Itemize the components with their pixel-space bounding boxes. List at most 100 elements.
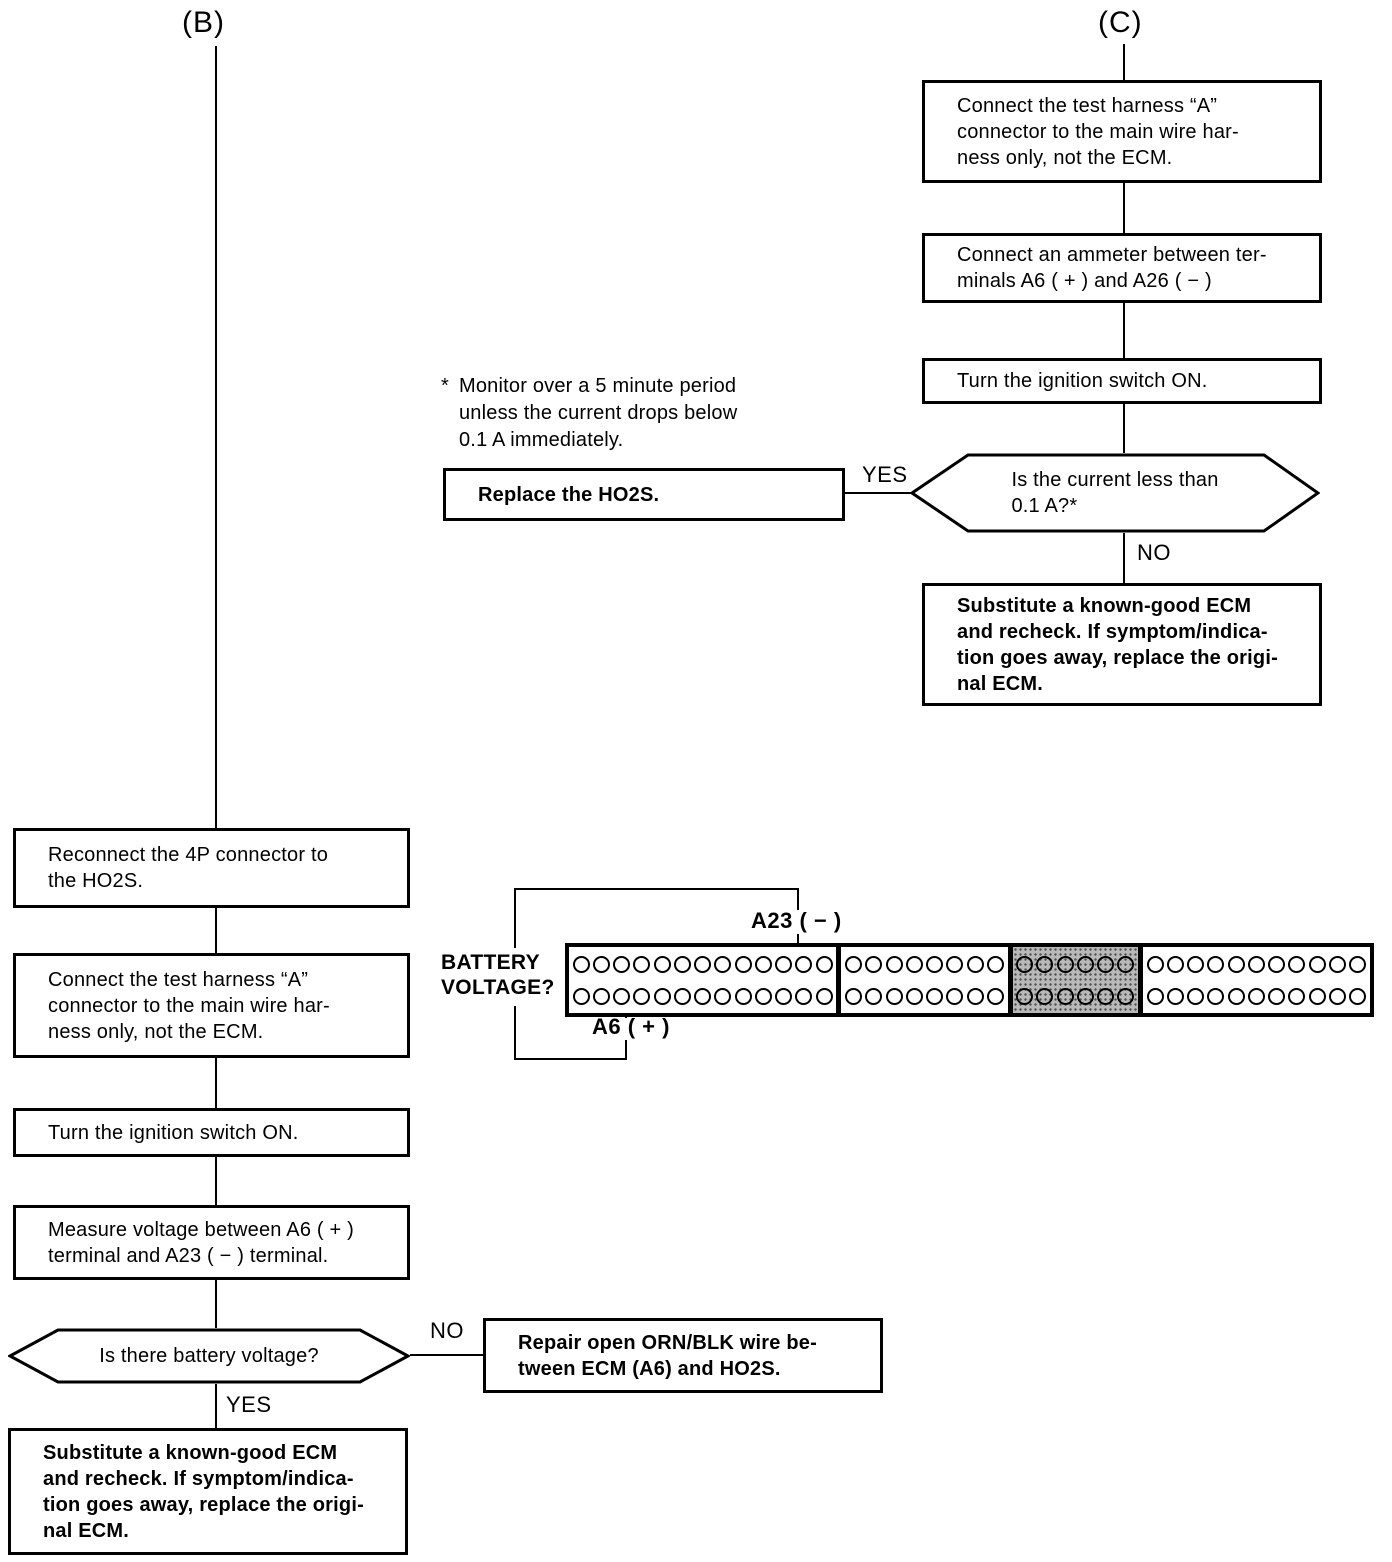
connector-pin <box>694 987 712 1005</box>
connector-pin <box>572 987 590 1005</box>
connector-pin <box>946 987 964 1005</box>
connector-pin <box>1016 987 1034 1005</box>
flow-box-measure-voltage: Measure voltage between A6 ( + ) termina… <box>13 1205 410 1280</box>
edge-label-yes-c: YES <box>862 462 908 487</box>
connector-pin-row <box>571 987 834 1005</box>
connector-pin <box>946 955 964 973</box>
flow-box-connect-harness-b: Connect the test harness “A” connector t… <box>13 953 410 1058</box>
flow-line <box>1123 404 1125 453</box>
flow-line <box>1123 44 1125 80</box>
connector-pin <box>885 987 903 1005</box>
connector-pin <box>905 987 923 1005</box>
connector-pin <box>1076 987 1094 1005</box>
connector-pin-row <box>1145 955 1368 973</box>
connector-pin <box>572 955 590 973</box>
connector-pin <box>815 955 833 973</box>
flow-box-substitute-ecm-c: Substitute a known-good ECM and recheck.… <box>922 583 1322 706</box>
connector-pin <box>1268 987 1286 1005</box>
connector-pin <box>714 987 732 1005</box>
connector-pin <box>1187 987 1205 1005</box>
connector-pin <box>1227 987 1245 1005</box>
footnote-text: Monitor over a 5 minute period unless th… <box>458 375 738 451</box>
connector-pin <box>653 955 671 973</box>
connector-section-4 <box>1143 947 1370 1013</box>
connector-pin <box>613 987 631 1005</box>
connector-pin <box>754 987 772 1005</box>
connector-pin <box>775 955 793 973</box>
connector-pin <box>653 987 671 1005</box>
connector-pin <box>1056 987 1074 1005</box>
connector-pin <box>1117 987 1135 1005</box>
decision-battery-voltage-text: Is there battery voltage? <box>99 1345 319 1367</box>
connector-pin <box>966 987 984 1005</box>
connector-pin <box>795 955 813 973</box>
connector-pin-row <box>843 987 1005 1005</box>
ecm-connector <box>565 943 1374 1017</box>
connector-pin <box>865 955 883 973</box>
connector-pin <box>905 955 923 973</box>
connector-pin <box>865 987 883 1005</box>
flow-box-ignition-on-b: Turn the ignition switch ON. <box>13 1108 410 1157</box>
connector-pin <box>926 955 944 973</box>
decision-battery-voltage: Is there battery voltage? <box>8 1328 410 1384</box>
callout-line <box>514 888 516 948</box>
connector-pin <box>986 955 1004 973</box>
connector-pin <box>1268 955 1286 973</box>
connector-pin <box>673 987 691 1005</box>
flow-line <box>215 46 217 828</box>
connector-pin-row <box>1015 955 1137 973</box>
edge-label-yes-b: YES <box>226 1392 272 1417</box>
decision-current: Is the current less than 0.1 A?* <box>910 453 1320 533</box>
flow-line <box>1123 533 1125 583</box>
connector-pin <box>754 955 772 973</box>
connector-pin <box>966 955 984 973</box>
flow-line <box>215 908 217 953</box>
connector-section-2 <box>841 947 1008 1013</box>
flow-line <box>215 1280 217 1328</box>
connector-pin-row <box>843 955 1005 973</box>
connector-pin <box>592 955 610 973</box>
connector-pin <box>1166 987 1184 1005</box>
connector-pin <box>1288 955 1306 973</box>
connector-pin <box>613 955 631 973</box>
flow-box-reconnect-4p: Reconnect the 4P connector to the HO2S. <box>13 828 410 908</box>
connector-pin <box>1146 987 1164 1005</box>
flow-line <box>410 1354 483 1356</box>
footnote-marker: * <box>441 375 449 397</box>
connector-pin <box>795 987 813 1005</box>
decision-current-text: Is the current less than 0.1 A?* <box>1011 469 1219 517</box>
connector-pin-row <box>571 955 834 973</box>
branch-c-label: (C) <box>1098 6 1143 39</box>
connector-pin <box>926 987 944 1005</box>
footnote: * Monitor over a 5 minute period unless … <box>441 373 737 454</box>
callout-line <box>514 888 799 890</box>
connector-pin <box>1097 955 1115 973</box>
hexagon-shape <box>8 1328 410 1384</box>
connector-pin <box>1016 955 1034 973</box>
connector-pin <box>673 955 691 973</box>
connector-pin <box>775 987 793 1005</box>
connector-pin <box>1308 987 1326 1005</box>
connector-pin <box>1207 987 1225 1005</box>
callout-line <box>797 888 799 910</box>
connector-pin <box>1308 955 1326 973</box>
connector-pin-row <box>1145 987 1368 1005</box>
flow-box-connect-harness-c: Connect the test harness “A” connector t… <box>922 80 1322 183</box>
connector-pin <box>1328 955 1346 973</box>
terminal-label-a23: A23 ( − ) <box>751 908 842 933</box>
flow-line <box>845 492 911 494</box>
flow-box-connect-ammeter: Connect an ammeter between ter- minals A… <box>922 233 1322 303</box>
connector-pin <box>1349 955 1367 973</box>
connector-pin <box>1097 987 1115 1005</box>
hexagon-shape <box>910 453 1320 533</box>
flow-line <box>215 1058 217 1108</box>
connector-pin <box>1207 955 1225 973</box>
connector-pin-row <box>1015 987 1137 1005</box>
connector-pin <box>1328 987 1346 1005</box>
flow-box-substitute-ecm-b: Substitute a known-good ECM and recheck.… <box>8 1428 408 1555</box>
connector-pin <box>885 955 903 973</box>
flow-box-ignition-on-c: Turn the ignition switch ON. <box>922 358 1322 404</box>
connector-pin <box>1349 987 1367 1005</box>
callout-line <box>514 1006 516 1060</box>
